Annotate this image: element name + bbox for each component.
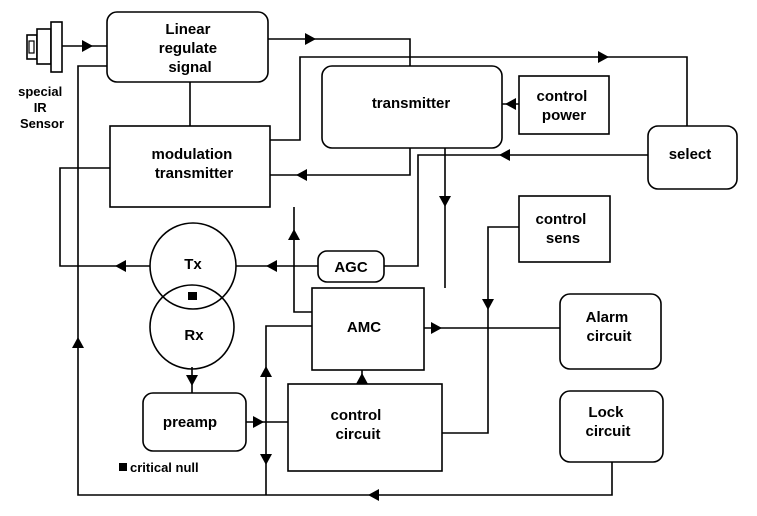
arrow-loop-down	[260, 454, 272, 465]
control-sens-label: control sens	[535, 211, 590, 247]
transmitter-label: transmitter	[372, 95, 451, 112]
legend: critical null	[119, 460, 199, 475]
linear-regulate-block: Linear regulate signal	[106, 11, 269, 83]
tx-label: Tx	[184, 256, 202, 273]
arrow-up-modulation	[288, 229, 300, 240]
arrow-linear-to-transmitter	[305, 33, 316, 45]
arrow-controlpower	[505, 98, 516, 110]
agc-block: AGC	[317, 250, 385, 283]
arrow-into-control	[253, 416, 264, 428]
sensor-label: special IR Sensor	[18, 84, 66, 131]
wire-controlsens-bus	[442, 226, 519, 434]
arrow-into-tx-left	[115, 260, 126, 272]
wire-transmitter-to-modulation	[270, 148, 411, 176]
tx-circle	[149, 222, 237, 310]
legend-critical-null: critical null	[130, 460, 199, 475]
wire-modulation-to-tx	[59, 167, 150, 267]
arrow-control-amc	[356, 373, 368, 384]
agc-label: AGC	[334, 259, 368, 276]
preamp-block: preamp	[142, 392, 247, 452]
wire-modulation-to-select-bus	[270, 56, 688, 141]
arrow-bus-down	[482, 299, 494, 310]
arrow-into-amc-right	[431, 322, 442, 334]
arrow-transmitter-down	[439, 196, 451, 207]
control-sens-block: control sens	[518, 195, 611, 263]
amc-label: AMC	[347, 319, 381, 336]
select-block: select	[647, 125, 738, 190]
arrow-into-tx-from-agc	[266, 260, 277, 272]
amc-block: AMC	[311, 287, 425, 371]
select-label: select	[669, 146, 712, 163]
control-power-label: control power	[536, 88, 591, 124]
alarm-circuit-label: Alarm circuit	[586, 309, 633, 345]
arrow-bottom-return	[368, 489, 379, 501]
wire-select-to-transmitter	[384, 154, 648, 267]
arrow-into-modulation	[296, 169, 307, 181]
arrow-select	[499, 149, 510, 161]
arrow-into-linear	[82, 40, 93, 52]
alarm-circuit-block: Alarm circuit	[559, 293, 662, 370]
arrow-loop-up	[260, 366, 272, 377]
arrow-left-up	[72, 337, 84, 348]
lock-circuit-label: Lock circuit	[585, 404, 630, 440]
modulation-transmitter-block: modulation transmitter	[109, 125, 271, 208]
lock-circuit-block: Lock circuit	[559, 390, 664, 463]
legend-marker	[119, 463, 127, 471]
critical-null-marker	[188, 292, 197, 300]
arrow-rx-preamp	[186, 375, 198, 386]
arrowheads	[72, 33, 609, 501]
wire-linear-to-transmitter	[268, 38, 411, 66]
wire-lock-return	[77, 65, 613, 496]
preamp-label: preamp	[163, 414, 217, 431]
rx-circle	[149, 284, 235, 370]
modulation-transmitter-label: modulation transmitter	[152, 146, 237, 182]
transmitter-block: transmitter	[321, 65, 503, 149]
linear-regulate-label: Linear regulate signal	[159, 21, 222, 76]
control-circuit-label: control circuit	[330, 407, 385, 443]
control-power-block: control power	[518, 75, 610, 135]
wire-inner-loop	[265, 325, 312, 495]
arrow-to-select-bus	[598, 51, 609, 63]
rx-label: Rx	[184, 327, 204, 344]
ir-sensor-icon	[26, 21, 63, 73]
wires	[59, 38, 688, 496]
control-circuit-block: control circuit	[287, 383, 443, 472]
wire-modulation-to-amc	[293, 207, 312, 313]
